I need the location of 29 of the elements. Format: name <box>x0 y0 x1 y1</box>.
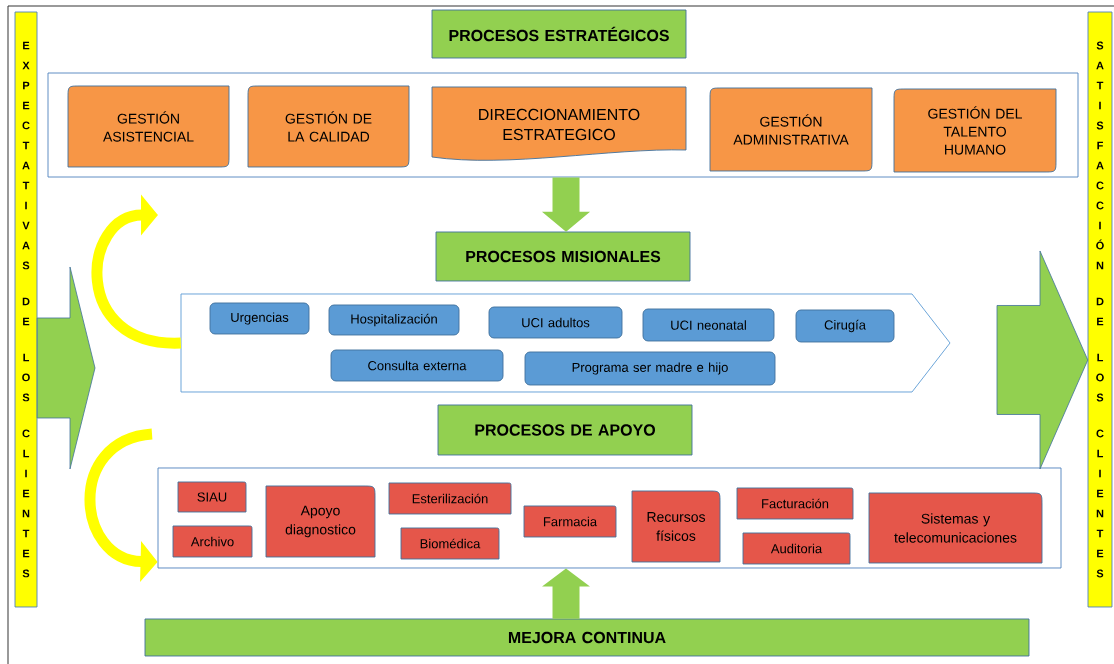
curved-arrow <box>91 194 182 349</box>
process-box: Facturación <box>736 487 854 520</box>
process-box: Urgencias <box>209 302 310 335</box>
block-arrow <box>996 250 1089 470</box>
process-box: Sistemas y telecomunicaciones <box>868 492 1043 564</box>
process-box: Archivo <box>172 525 253 558</box>
process-box: GESTIÓN DE LA CALIDAD <box>247 85 410 168</box>
process-box: GESTIÓN DEL TALENTO HUMANO <box>893 88 1057 173</box>
process-box: Esterilización <box>388 482 512 515</box>
vertical-banner: SATISFACCIÓN DE LOS CLIENTES <box>1087 11 1113 608</box>
process-box: GESTIÓN ASISTENCIAL <box>67 85 230 168</box>
process-box: Recursos físicos <box>631 490 721 563</box>
process-box: UCI adultos <box>488 306 623 339</box>
process-box: GESTIÓN ADMINISTRATIVA <box>709 87 873 172</box>
process-box: Biomédica <box>400 527 500 560</box>
process-box: Farmacia <box>523 505 617 538</box>
section-header: PROCESOS DE APOYO <box>437 404 693 456</box>
process-box: Programa ser madre e hijo <box>524 351 776 386</box>
process-box: Consulta externa <box>330 349 504 382</box>
vertical-banner: EXPECTATIVAS DE LOS CLIENTES <box>14 11 38 608</box>
process-box: Cirugía <box>795 309 895 343</box>
section-header: PROCESOS ESTRATÉGICOS <box>431 9 687 59</box>
process-box: Apoyo diagnostico <box>265 485 376 558</box>
process-box: Hospitalización <box>328 304 460 336</box>
process-box: UCI neonatal <box>642 308 775 342</box>
document-box: DIRECCIONAMIENTO ESTRATEGICO <box>431 86 687 161</box>
process-box: SIAU <box>177 481 247 513</box>
section-header: MEJORA CONTINUA <box>144 618 1030 657</box>
process-box: Auditoria <box>742 532 851 565</box>
